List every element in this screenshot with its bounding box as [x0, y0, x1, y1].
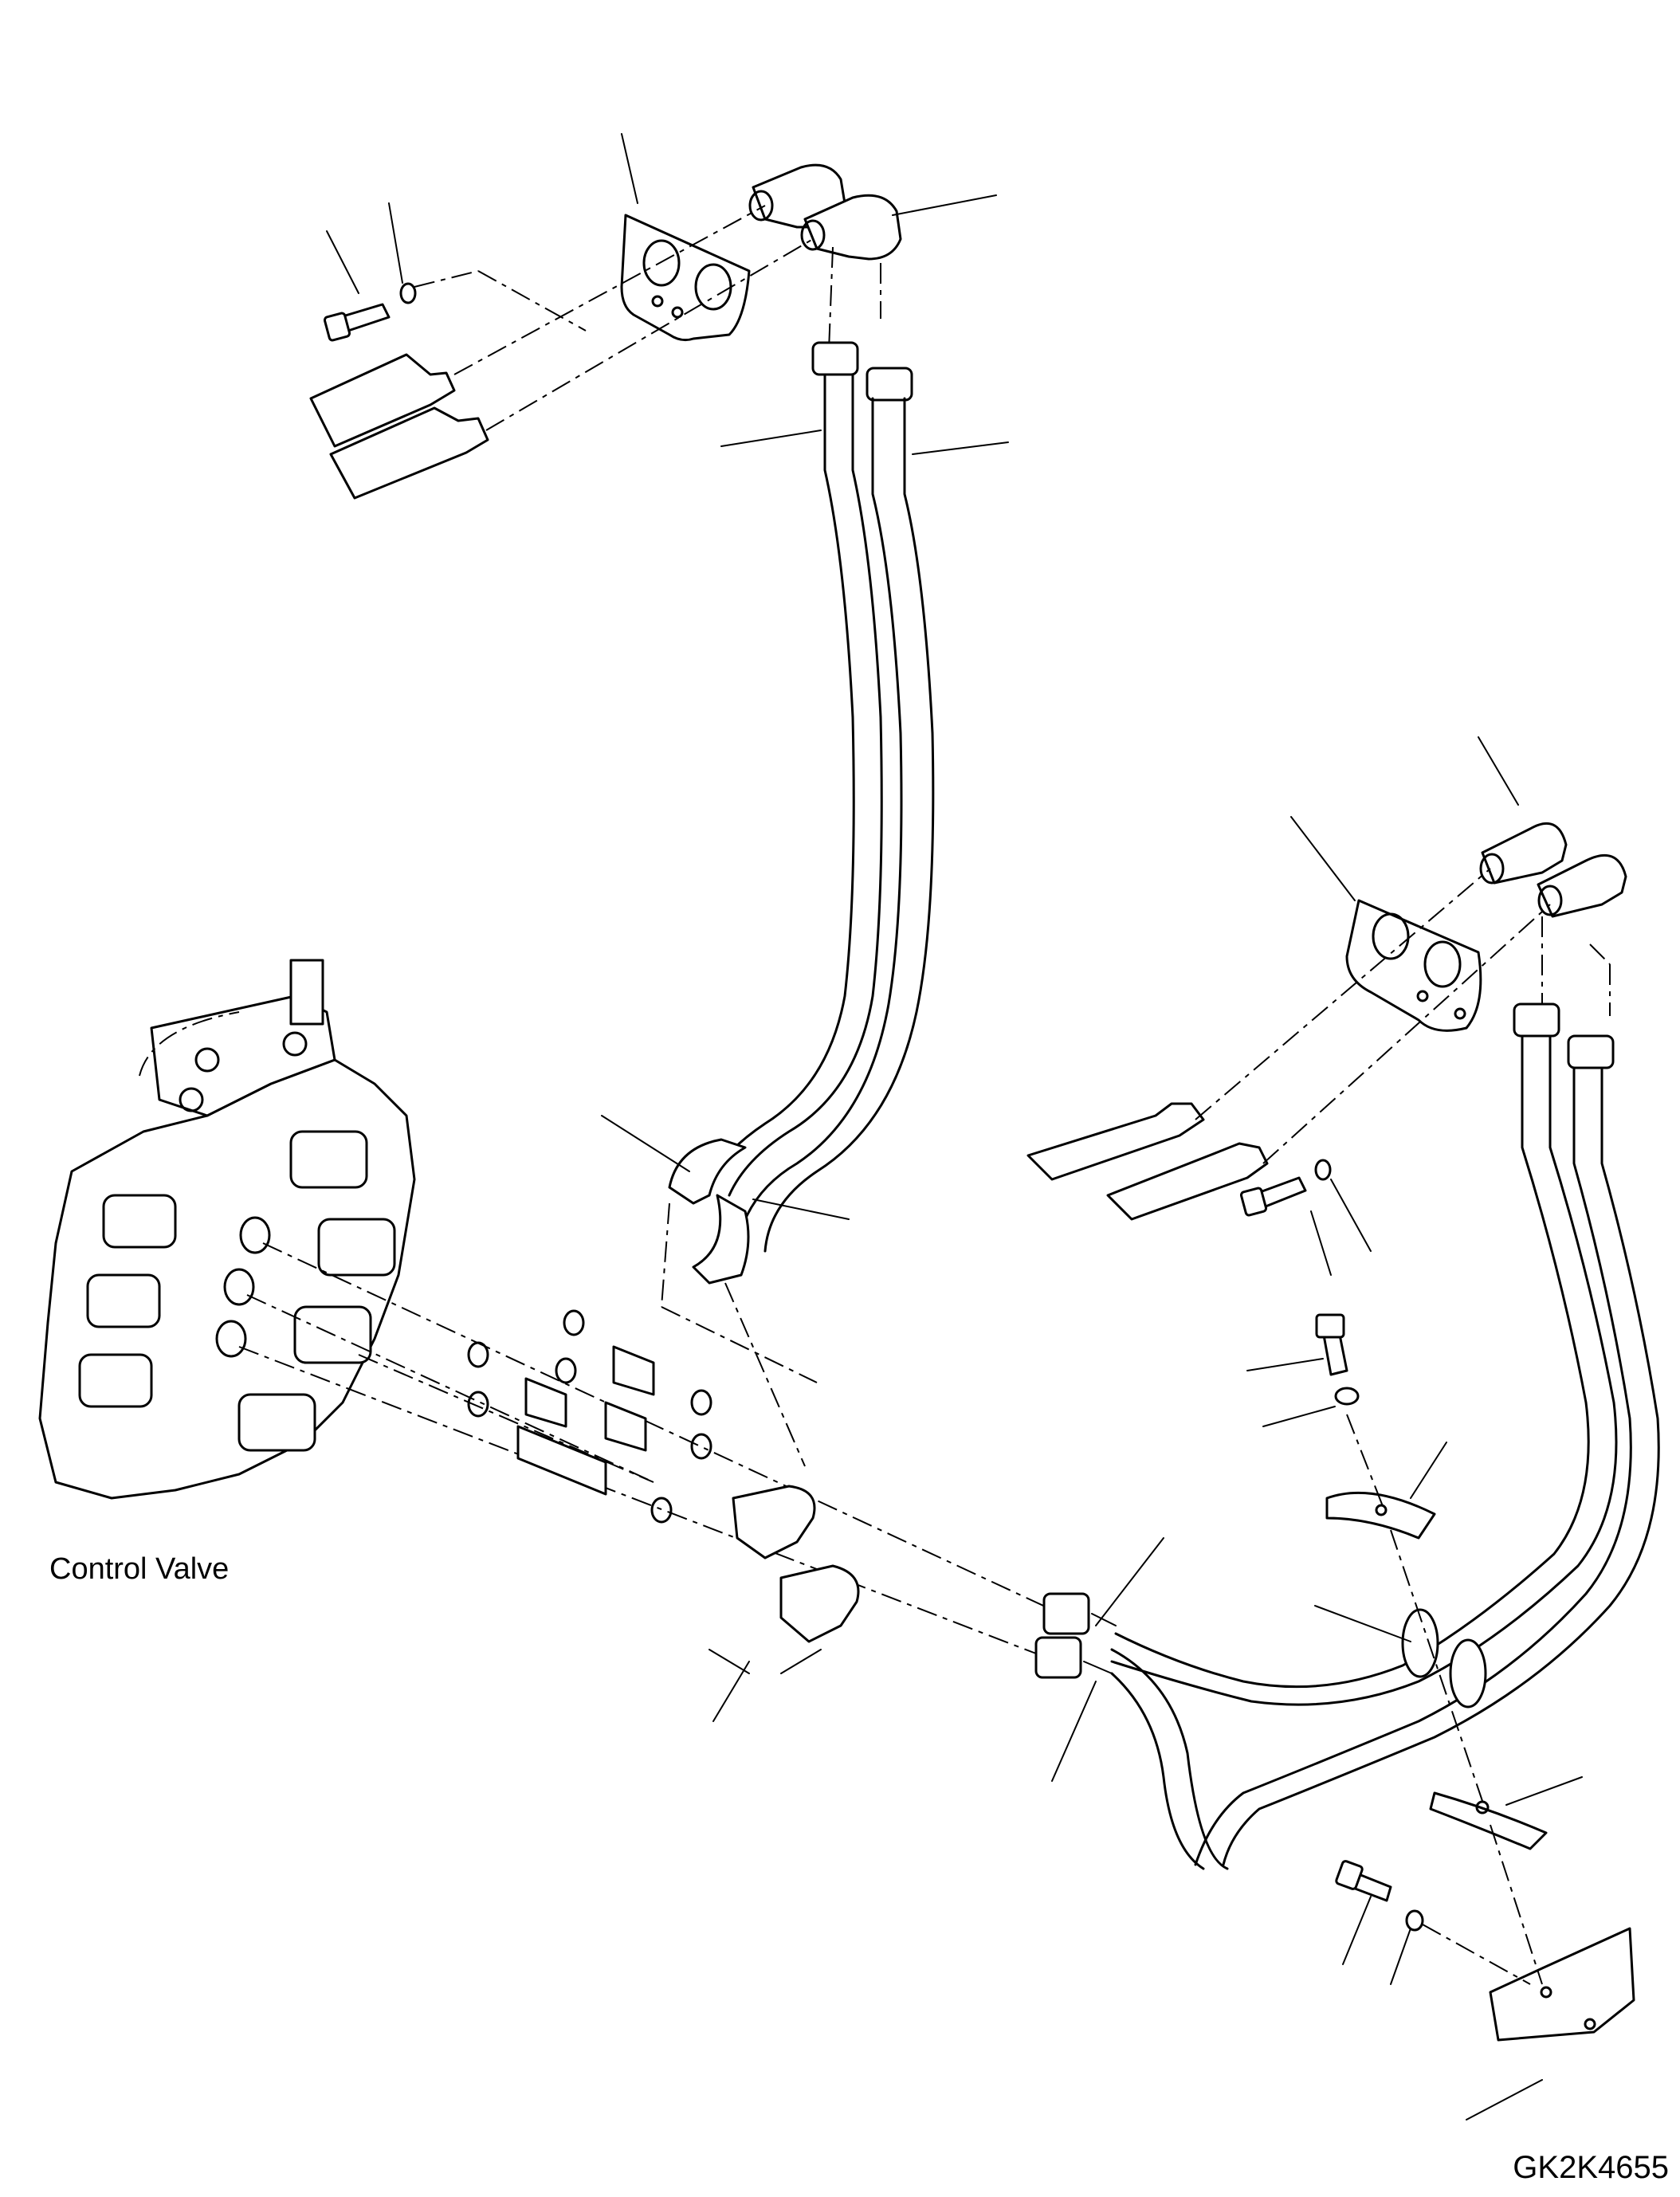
valve-bolt [179, 1087, 204, 1112]
valve-spool [102, 1194, 177, 1249]
drawing-code: GK2K4655 [1513, 2150, 1669, 2185]
bolt-head [1335, 1860, 1364, 1890]
washer [1314, 1159, 1332, 1181]
valve-spool [317, 1218, 396, 1277]
hose-bend-fitting [668, 1138, 747, 1205]
plate-hole [1423, 940, 1462, 988]
control-valve-label: Control Valve [49, 1552, 230, 1586]
hose [736, 397, 903, 1245]
o-ring [467, 1391, 489, 1418]
valve-port [239, 1216, 271, 1254]
control-valve [38, 959, 416, 1500]
hose [1110, 1648, 1229, 1870]
hose [700, 373, 855, 1197]
valve-port [223, 1268, 255, 1306]
elbow-port [1537, 885, 1563, 916]
plate-bolt-hole [1454, 1007, 1466, 1020]
hose-nut [811, 341, 859, 376]
elbow-fitting-valve [732, 1485, 816, 1559]
hose-end [309, 353, 456, 448]
o-ring [690, 1433, 712, 1460]
washer [399, 282, 417, 304]
valve-spool [237, 1393, 316, 1452]
hose [763, 397, 935, 1253]
stay-bracket [1489, 1927, 1635, 2042]
hose [728, 373, 883, 1197]
hose-clamp [1401, 1608, 1439, 1678]
hose-bend-fitting [692, 1194, 750, 1285]
plate-bolt-hole [671, 306, 684, 319]
plate-hole [1372, 912, 1410, 960]
valve-port [215, 1320, 247, 1358]
right-hoses [1034, 1002, 1660, 1870]
valve-spool [289, 1130, 368, 1189]
adapter-fitting [604, 1401, 647, 1452]
hose-nut [1034, 1636, 1082, 1679]
hose [1114, 1034, 1590, 1689]
valve-mount-post [289, 959, 324, 1026]
hose [1222, 1066, 1660, 1866]
hose-nut [1513, 1002, 1560, 1038]
plate-hole [642, 239, 681, 287]
right-bracket-assembly [1026, 736, 1627, 1276]
hose [1194, 1066, 1632, 1866]
o-ring [467, 1341, 489, 1368]
o-ring [555, 1357, 577, 1384]
o-ring [690, 1389, 712, 1416]
elbow-port [800, 219, 826, 251]
plate-bolt-hole [1416, 990, 1429, 1002]
o-ring [650, 1497, 673, 1524]
hose-end [1106, 1142, 1269, 1221]
elbow-fitting [1481, 822, 1568, 885]
bolt-head [1315, 1313, 1345, 1339]
hose-end [329, 406, 489, 500]
adapter-fitting [516, 1425, 607, 1496]
top-hoses [601, 341, 935, 1467]
clamp-half [1429, 1791, 1548, 1850]
hose [1110, 1672, 1205, 1870]
clamp-parts [1246, 1313, 1635, 2120]
hose [1110, 1034, 1618, 1706]
hose-clamp [1449, 1638, 1487, 1709]
plate-bolt-hole [651, 295, 664, 308]
washer [1334, 1387, 1360, 1406]
hose-end [1026, 1102, 1205, 1181]
bolt-head [323, 312, 351, 342]
elbow-port [1479, 853, 1505, 885]
elbow-fitting-valve [779, 1564, 860, 1643]
valve-spool [86, 1273, 161, 1328]
top-left-bracket-assembly [309, 133, 1009, 500]
hose-nut [1567, 1034, 1615, 1069]
elbow-port [748, 190, 774, 222]
elbow-fitting [803, 194, 902, 261]
adapter-fitting [524, 1377, 567, 1428]
valve-bolt [282, 1031, 308, 1057]
adapter-fitting [612, 1345, 655, 1396]
valve-spool [78, 1353, 153, 1408]
hose-nut [1042, 1592, 1090, 1635]
o-ring [563, 1309, 585, 1336]
valve-bolt [194, 1047, 220, 1073]
washer [1405, 1909, 1424, 1932]
hose-nut [866, 367, 913, 402]
valve-connection-parts [238, 1242, 1053, 1722]
bolt-head [1239, 1187, 1268, 1217]
